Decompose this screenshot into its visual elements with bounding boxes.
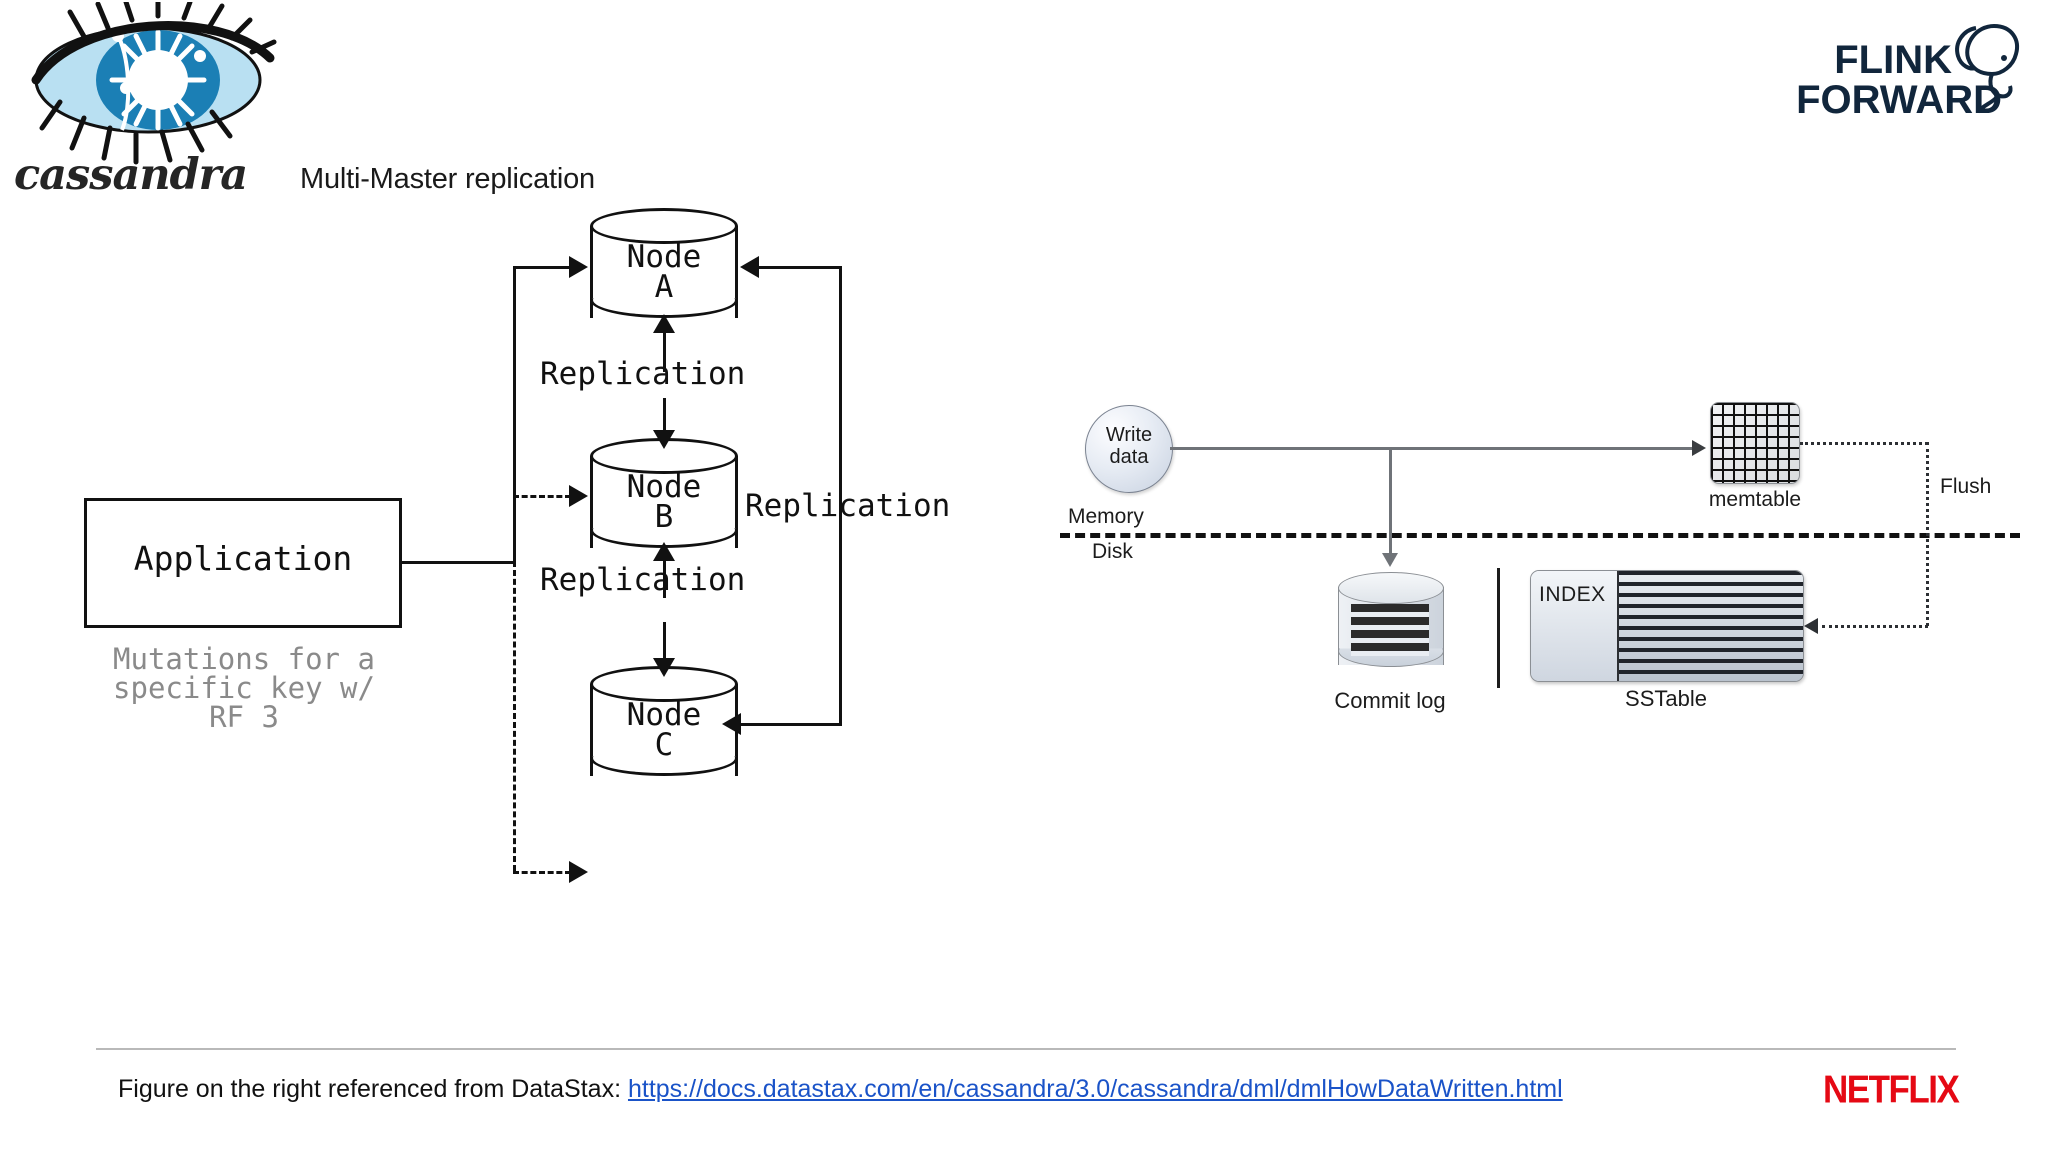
edge-label-c-a: Replication <box>745 488 951 524</box>
sstable-icon: INDEX <box>1530 570 1804 682</box>
cassandra-write-path-diagram: Write data Memory Disk memtable Commit l… <box>1060 390 2020 820</box>
squirrel-icon <box>1955 23 2019 114</box>
arrow-to-node-c <box>569 861 588 883</box>
arrow-up-to-node-a <box>653 314 675 333</box>
write-branch-vertical <box>1389 447 1392 555</box>
node-a-top <box>590 208 738 244</box>
multi-master-replication-diagram: Application Mutations for a specific key… <box>0 180 1020 1000</box>
flush-path-bottom <box>1822 625 1928 628</box>
commit-log-icon <box>1338 572 1444 680</box>
arrow-up-to-node-b <box>653 542 675 561</box>
section-divider <box>1497 568 1500 688</box>
node-a: Node A <box>590 208 738 336</box>
cassandra-eye-logo <box>8 0 298 172</box>
node-b: Node B <box>590 438 738 566</box>
arrow-down-to-node-c <box>653 658 675 677</box>
sstable-data-section <box>1619 571 1803 681</box>
edge-label-b-c: Replication <box>540 562 746 598</box>
netflix-logo: NETFLIX <box>1823 1068 1960 1112</box>
commit-log-label: Commit log <box>1334 688 1446 713</box>
edge-c-to-b-line <box>663 558 666 598</box>
footer-credit: Figure on the right referenced from Data… <box>118 1075 1563 1104</box>
arrow-into-memtable <box>1692 440 1706 456</box>
page-title: Multi-Master replication <box>300 163 595 195</box>
arrow-into-commit-log <box>1382 553 1398 567</box>
app-trunk-line <box>400 561 515 564</box>
memory-disk-divider <box>1060 533 2020 538</box>
edge-c-out-line <box>738 723 842 726</box>
mutations-caption: Mutations for a specific key w/ RF 3 <box>113 642 375 734</box>
dashed-to-node-b <box>513 495 571 498</box>
arrow-to-node-a <box>569 256 588 278</box>
flink-forward-line2: FORWARD <box>1796 78 2002 122</box>
node-c: Node C <box>590 666 738 794</box>
edge-b-to-a-line <box>663 330 666 372</box>
edge-c-to-a-vertical <box>839 266 842 726</box>
commit-log-bars <box>1351 604 1429 656</box>
flush-path-vertical <box>1926 442 1929 626</box>
commit-log-top <box>1338 572 1444 604</box>
trunk-to-node-a <box>513 266 571 269</box>
footer-credit-text: Figure on the right referenced from Data… <box>118 1075 622 1103</box>
application-label: Application <box>133 539 353 578</box>
sstable-label: SSTable <box>1625 686 1707 711</box>
datastax-doc-link[interactable]: https://docs.datastax.com/en/cassandra/3… <box>627 1075 1563 1103</box>
sstable-index-section: INDEX <box>1531 571 1619 681</box>
edge-a-to-b-line <box>663 398 666 436</box>
memtable-label: memtable <box>1708 488 1802 511</box>
arrow-left-into-node-c <box>722 713 741 735</box>
edge-b-to-c-line <box>663 622 666 664</box>
memory-label: Memory <box>1068 505 1144 528</box>
write-data-label: Write data <box>1105 424 1153 469</box>
flink-forward-line1: FLINK <box>1834 38 1952 82</box>
node-c-label: Node C <box>626 697 702 764</box>
arrow-left-into-node-a <box>740 256 759 278</box>
edge-into-a-line <box>757 266 842 269</box>
flink-forward-logo: FLINK FORWARD <box>1694 18 2024 123</box>
flush-path-top <box>1800 442 1928 445</box>
arrow-flush-into-sstable <box>1804 618 1818 634</box>
cassandra-wordmark: cassandra <box>14 150 248 200</box>
disk-label: Disk <box>1092 540 1133 563</box>
flush-label: Flush <box>1940 475 1992 498</box>
footer-divider <box>96 1048 1956 1050</box>
node-b-label: Node B <box>626 469 702 536</box>
node-a-label: Node A <box>626 239 702 306</box>
write-data-node: Write data <box>1085 405 1173 493</box>
trunk-vertical-solid <box>513 266 516 564</box>
index-label: INDEX <box>1539 583 1606 606</box>
arrow-down-to-node-b <box>653 430 675 449</box>
application-box: Application <box>84 498 402 628</box>
dashed-to-node-c <box>513 871 571 874</box>
arrow-to-node-b <box>569 485 588 507</box>
edge-label-a-b: Replication <box>540 356 746 392</box>
memtable-icon <box>1710 402 1800 484</box>
write-bus-horizontal <box>1170 447 1700 450</box>
trunk-vertical-dashed <box>513 561 516 871</box>
